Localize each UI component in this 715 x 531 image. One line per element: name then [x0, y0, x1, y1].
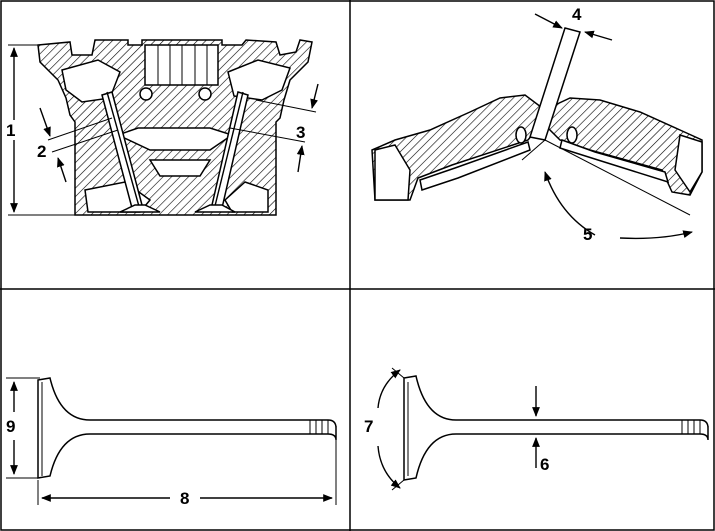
- label-dim-8: 8: [180, 489, 189, 508]
- valve-profile-right: [403, 375, 709, 481]
- label-dim-1: 1: [6, 121, 15, 140]
- valve-profile-left: [37, 377, 337, 479]
- label-dim-4: 4: [572, 5, 582, 24]
- panel-valve-face: 6 7: [364, 367, 709, 491]
- label-dim-7: 7: [364, 417, 373, 436]
- label-dim-3: 3: [296, 123, 305, 142]
- label-dim-5: 5: [583, 225, 592, 244]
- exhaust-port: [227, 59, 291, 101]
- label-dim-2: 2: [37, 142, 46, 161]
- label-dim-6: 6: [540, 455, 549, 474]
- label-dim-9: 9: [6, 417, 15, 436]
- panel-valve-seat: 4 5: [371, 5, 703, 244]
- panel-valve-length: 9 8: [6, 377, 337, 508]
- panel-cylinder-head: 1 2 3: [6, 39, 319, 216]
